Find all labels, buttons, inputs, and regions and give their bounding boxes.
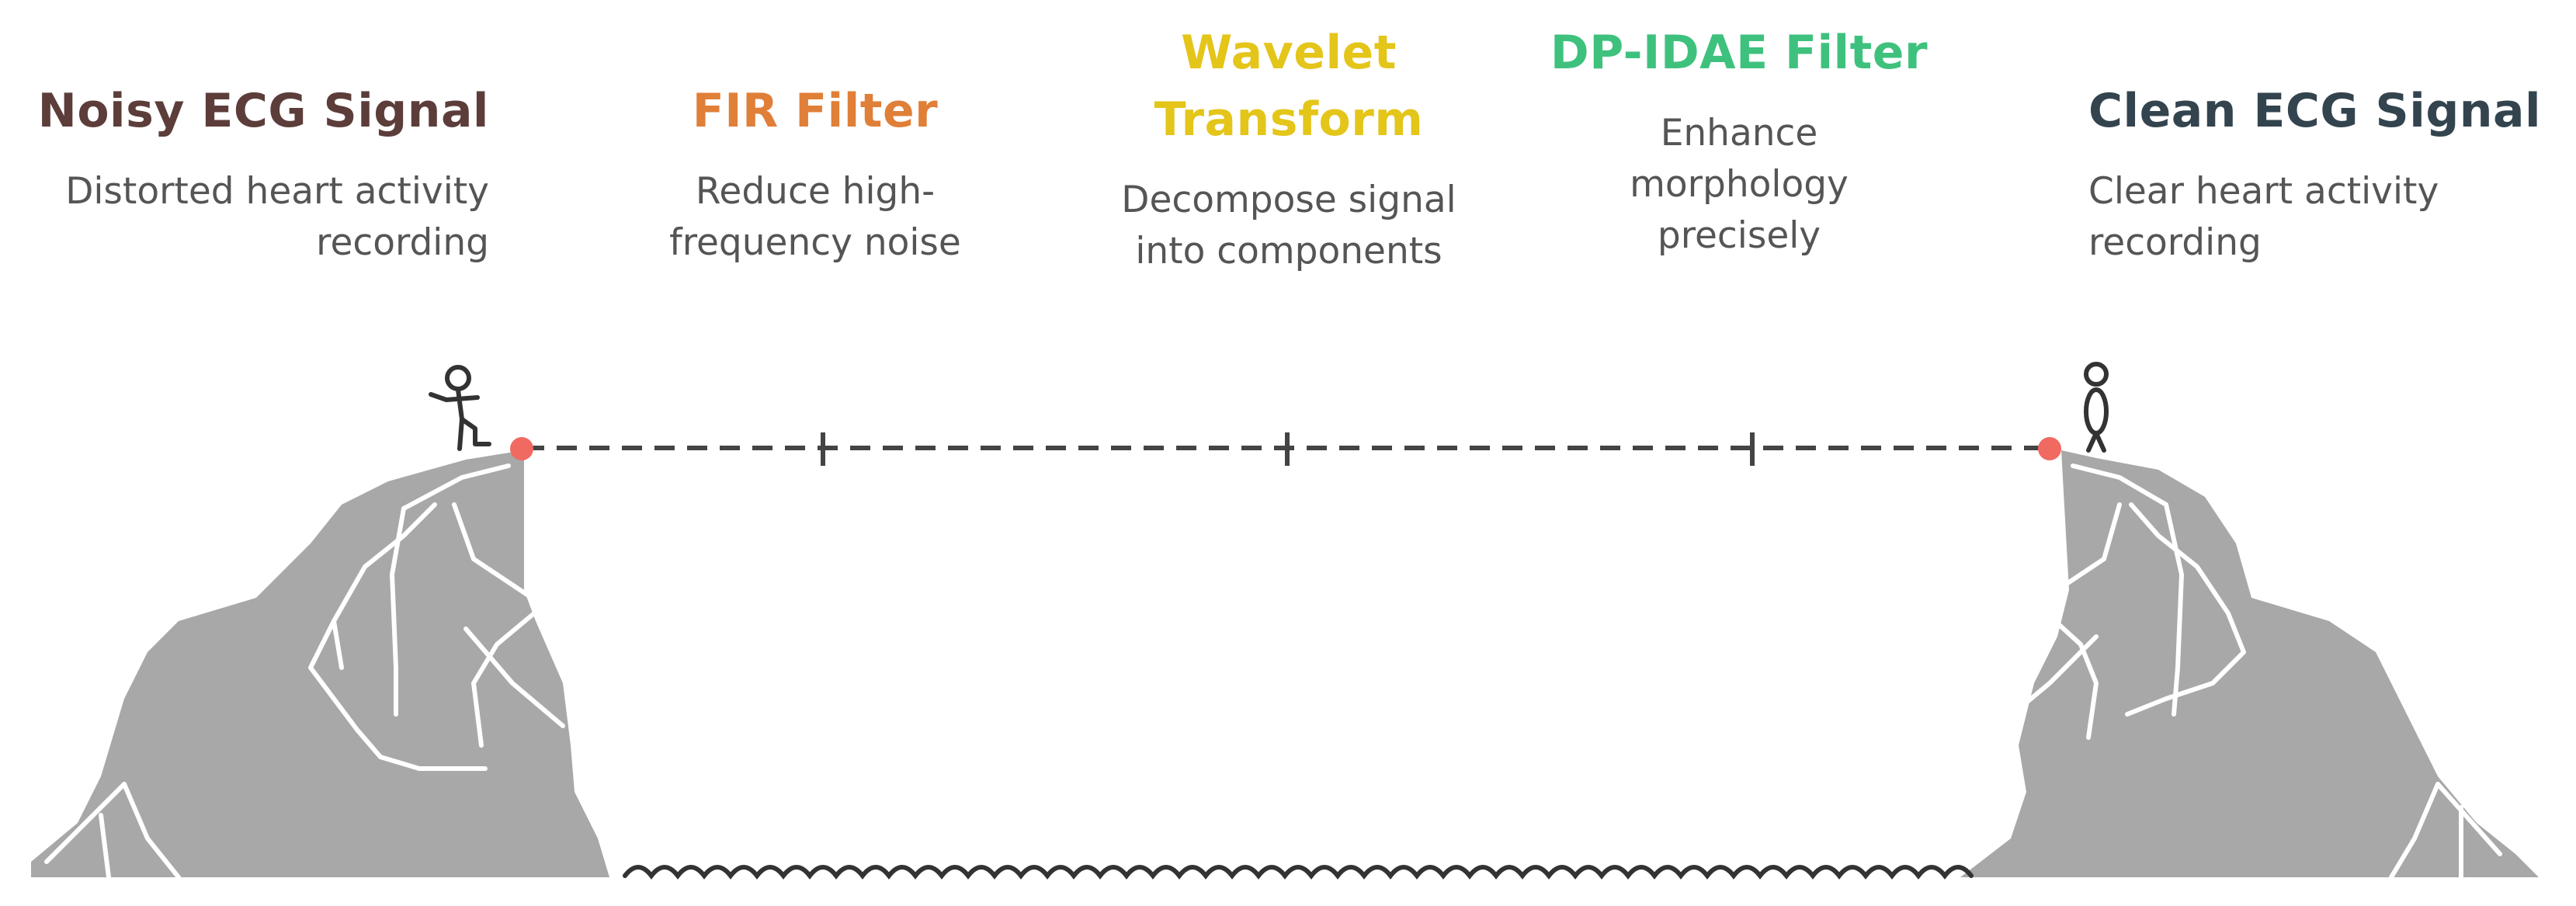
water-waves <box>623 865 1974 880</box>
desc-line: Decompose signal <box>1121 179 1456 221</box>
desc-line: morphology <box>1630 163 1849 206</box>
desc-line: recording <box>2088 221 2262 264</box>
stage-wavelet-title: Wavelet Transform <box>1071 19 1506 153</box>
stage-wavelet: Wavelet Transform Decompose signal into … <box>1071 19 1506 277</box>
desc-line: recording <box>316 221 489 264</box>
left-cliff <box>31 450 609 880</box>
rope-line <box>524 432 2046 466</box>
title-line: Wavelet <box>1181 26 1397 80</box>
stage-clean-desc: Clear heart activity recording <box>2088 166 2554 269</box>
stage-noisy: Noisy ECG Signal Distorted heart activit… <box>31 78 489 269</box>
desc-line: Clear heart activity <box>2088 170 2439 213</box>
stage-noisy-title: Noisy ECG Signal <box>37 84 489 138</box>
stage-fir-title: FIR Filter <box>692 84 939 138</box>
stage-fir-desc: Reduce high- frequency noise <box>629 166 1002 269</box>
stage-clean: Clean ECG Signal Clear heart activity re… <box>2088 78 2554 269</box>
right-cliff <box>1960 450 2539 880</box>
stage-clean-title: Clean ECG Signal <box>2088 84 2542 138</box>
stage-dpidae: DP-IDAE Filter Enhance morphology precis… <box>1522 19 1956 262</box>
desc-line: Reduce high- <box>695 170 936 213</box>
left-anchor <box>510 437 533 460</box>
stage-fir: FIR Filter Reduce high- frequency noise <box>629 78 1002 269</box>
title-line: Transform <box>1154 92 1424 147</box>
desc-line: precisely <box>1657 214 1821 257</box>
desc-line: frequency noise <box>669 221 961 264</box>
stage-wavelet-desc: Decompose signal into components <box>1071 175 1506 277</box>
stage-dpidae-title: DP-IDAE Filter <box>1550 26 1929 80</box>
right-stick-figure <box>2084 362 2109 453</box>
desc-line: into components <box>1135 230 1442 272</box>
desc-line: Distorted heart activity <box>65 170 489 213</box>
stage-dpidae-desc: Enhance morphology precisely <box>1522 108 1956 262</box>
right-anchor <box>2038 437 2061 460</box>
desc-line: Enhance <box>1660 112 1818 154</box>
stage-noisy-desc: Distorted heart activity recording <box>31 166 489 269</box>
left-stick-figure <box>429 365 491 451</box>
